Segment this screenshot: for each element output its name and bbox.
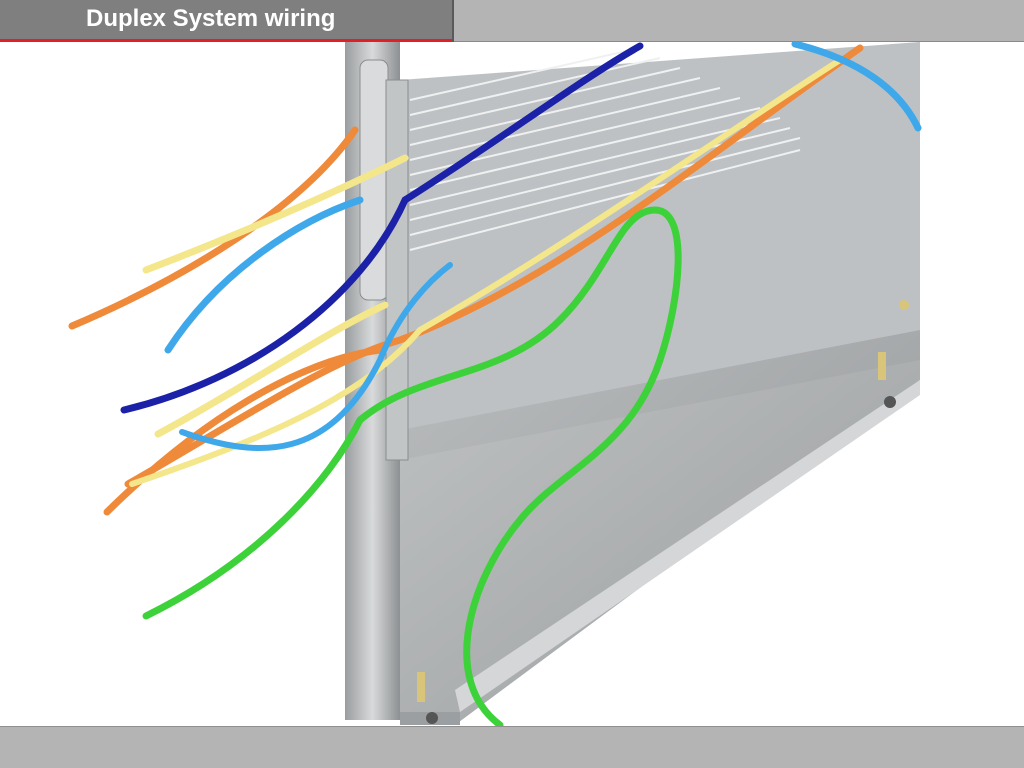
cable-yellow: [129, 57, 843, 487]
header-divider: [452, 0, 454, 42]
cabinet-foot: [884, 396, 896, 408]
cable-orange: [68, 126, 359, 330]
footer-bar: [0, 726, 1024, 768]
slide-title: Duplex System wiring: [86, 5, 336, 32]
door-edge: [385, 79, 409, 461]
wiring-illustration: [68, 42, 922, 726]
cabinet-foot: [426, 712, 438, 724]
cable-light-blue: [164, 196, 364, 354]
mount-post: [878, 352, 886, 380]
header-right-band: [454, 0, 1024, 42]
cable-green: [142, 206, 682, 726]
cabinet: [345, 42, 920, 725]
cable-yellow: [154, 301, 389, 438]
cable-light-blue: [791, 42, 922, 132]
title-bar: Duplex System wiring: [0, 0, 452, 42]
mount-post: [417, 672, 425, 702]
cable-orange: [103, 346, 384, 516]
cable-yellow: [142, 154, 409, 274]
cabinet-front-panel: [400, 330, 920, 725]
cable-dark-blue: [120, 42, 644, 414]
cables: [68, 42, 922, 726]
mount-screw: [899, 300, 909, 310]
cable-orange: [124, 44, 864, 488]
cable-light-blue: [179, 262, 453, 452]
cabinet-base-rail: [455, 380, 920, 712]
